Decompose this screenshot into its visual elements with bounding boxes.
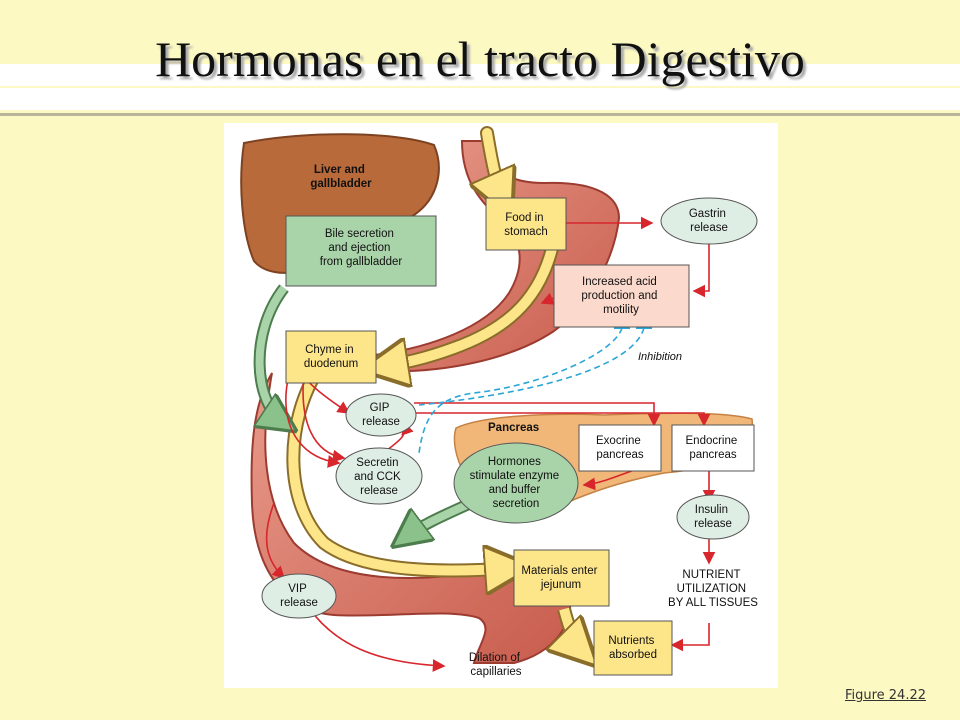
oval-gip-release: GIP release	[345, 393, 417, 437]
svg-text:Gastrin release: Gastrin release	[689, 208, 729, 234]
box-nutrients-absorbed: Nutrients absorbed	[593, 620, 673, 676]
food-path-2-fill	[379, 239, 559, 367]
oval-vip-release: VIP release	[261, 573, 337, 619]
box-exocrine-pancreas: Exocrine pancreas	[578, 424, 662, 472]
box-chyme-in-duodenum: Chyme in duodenum	[285, 330, 377, 384]
header-rule	[0, 113, 960, 116]
svg-text:Nutrients absorbed: Nutrients absorbed	[608, 635, 657, 661]
box-food-in-stomach: Food in stomach	[485, 197, 567, 251]
pancreas-label: Pancreas	[488, 422, 539, 434]
liver-label: Liver and gallbladder	[310, 164, 372, 190]
svg-text:VIP release: VIP release	[280, 583, 318, 609]
oval-hormones-stimulate: Hormones stimulate enzyme and buffer sec…	[453, 442, 579, 524]
dilation-capillaries-label: Dilation of capillaries	[469, 652, 523, 678]
food-path-4-fill	[564, 607, 584, 653]
oval-insulin-release: Insulin release	[676, 494, 750, 540]
nutrient-utilization-label: NUTRIENT UTILIZATION BY ALL TISSUES	[668, 569, 758, 609]
header-band-top	[0, 64, 960, 86]
svg-text:Secretin and CCK r: Secretin and CCK release	[354, 457, 404, 497]
svg-text:GIP release: GIP release	[362, 402, 400, 428]
digestive-hormones-diagram: Liver and gallbladder Food in stomach Ga…	[224, 123, 778, 688]
box-bile-secretion: Bile secretion and ejection from gallbla…	[285, 215, 437, 287]
svg-text:Materials enter jejunum: Materials enter jejunum	[521, 565, 600, 591]
slide-title: Hormonas en el tracto Digestivo	[155, 31, 805, 87]
svg-text:Chyme in duodenum: Chyme in duodenum	[304, 344, 358, 370]
box-increased-acid: Increased acid production and motility	[553, 264, 690, 328]
header-band-bottom	[0, 88, 960, 110]
svg-text:Hormones stimulate enzym: Hormones stimulate enzyme and buffer sec…	[470, 456, 563, 510]
box-materials-enter-jejunum: Materials enter jejunum	[513, 549, 610, 607]
svg-text:Food in stomach: Food in stomach	[504, 212, 547, 238]
inhibition-label: Inhibition	[638, 351, 682, 363]
oval-secretin-cck: Secretin and CCK release	[335, 447, 423, 505]
box-endocrine-pancreas: Endocrine pancreas	[671, 424, 755, 472]
bile-arrow-green-fill	[260, 285, 284, 423]
figure-link[interactable]: Figure 24.22	[844, 688, 926, 703]
food-path-1-fill	[487, 128, 504, 201]
oval-gastrin-release: Gastrin release	[660, 197, 758, 245]
svg-text:Endocrine pancreas: Endocrine pancreas	[686, 435, 741, 461]
svg-text:Increased acid productio: Increased acid production and motility	[581, 276, 660, 316]
svg-text:Exocrine pancreas: Exocrine pancreas	[596, 435, 644, 461]
svg-text:Insulin release: Insulin release	[694, 504, 732, 530]
svg-text:Bile secretion and eject: Bile secretion and ejection from gallbla…	[320, 228, 403, 268]
inhibition-lines	[418, 327, 645, 454]
